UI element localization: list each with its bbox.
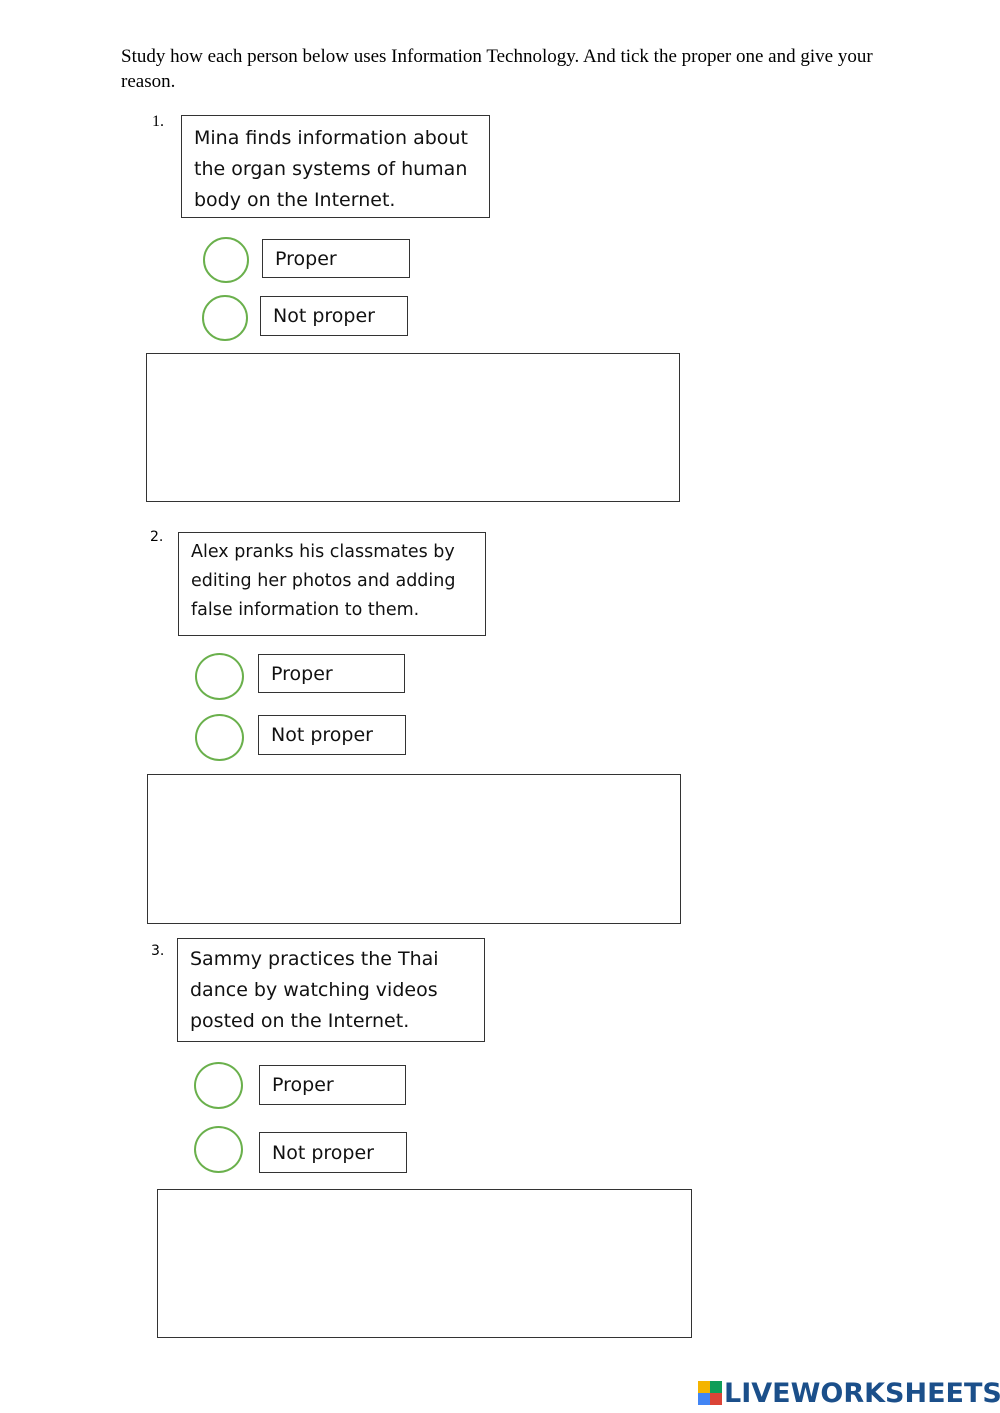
- question-1-not-proper-radio[interactable]: [202, 295, 248, 341]
- question-2-not-proper-label[interactable]: Not proper: [258, 715, 406, 755]
- question-1-proper-radio[interactable]: [203, 237, 249, 283]
- question-3-proper-radio[interactable]: [194, 1062, 243, 1109]
- question-3-proper-label[interactable]: Proper: [259, 1065, 406, 1105]
- instructions: Study how each person below uses Informa…: [121, 46, 873, 92]
- question-1-proper-label[interactable]: Proper: [262, 239, 410, 278]
- question-2-proper-label[interactable]: Proper: [258, 654, 405, 693]
- question-1-not-proper-label[interactable]: Not proper: [260, 296, 408, 336]
- question-3-not-proper-radio[interactable]: [194, 1126, 243, 1173]
- logo-text: LIVEWORKSHEETS: [724, 1377, 1000, 1409]
- question-2-proper-radio[interactable]: [195, 653, 244, 700]
- question-2-number: 2.: [150, 529, 164, 545]
- liveworksheets-logo-icon: [698, 1381, 722, 1405]
- question-2-reason-input[interactable]: [147, 774, 681, 924]
- question-1-reason-input[interactable]: [146, 353, 680, 502]
- liveworksheets-logo: LIVEWORKSHEETS: [698, 1377, 1000, 1409]
- question-3-number: 3.: [151, 943, 165, 959]
- question-1-text: Mina finds information about the organ s…: [181, 115, 490, 218]
- question-3-text: Sammy practices the Thai dance by watchi…: [177, 938, 485, 1042]
- question-3-not-proper-label[interactable]: Not proper: [259, 1132, 407, 1173]
- question-2-text: Alex pranks his classmates by editing he…: [178, 532, 486, 636]
- question-1-number: 1.: [152, 113, 164, 130]
- question-3-reason-input[interactable]: [157, 1189, 692, 1338]
- question-2-not-proper-radio[interactable]: [195, 714, 244, 761]
